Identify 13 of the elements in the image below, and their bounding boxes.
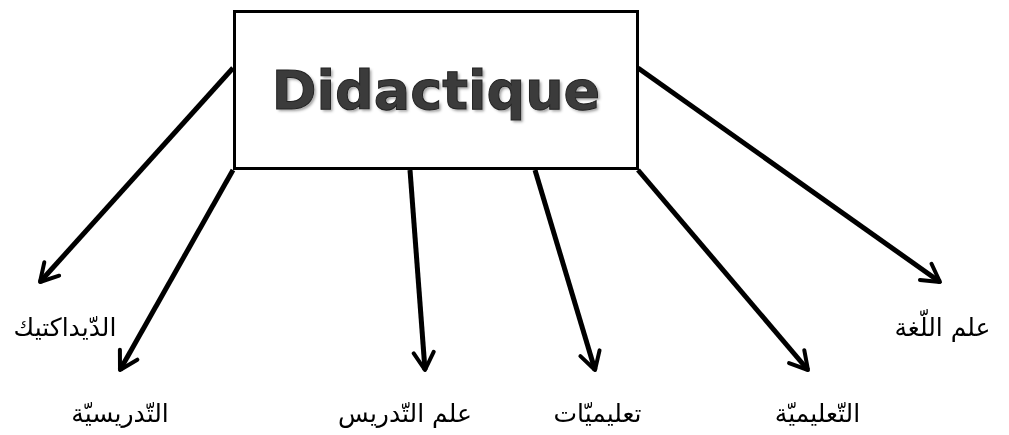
term-text: التّدريسيّة — [71, 397, 169, 430]
title-box — [233, 10, 639, 170]
term-text: علم اللّغة — [894, 311, 991, 344]
arrow — [38, 66, 235, 284]
arrow — [407, 169, 436, 372]
arrow — [532, 169, 602, 372]
term-text: الدّيداكتيك — [13, 311, 117, 344]
title-text: Didactique — [271, 58, 601, 122]
term-text: التّعليميّة — [774, 397, 861, 430]
arrow — [117, 168, 236, 372]
term-text: تعليميّات — [553, 397, 642, 430]
term-text: علم التّدريس — [338, 397, 472, 430]
arrow — [636, 168, 810, 372]
